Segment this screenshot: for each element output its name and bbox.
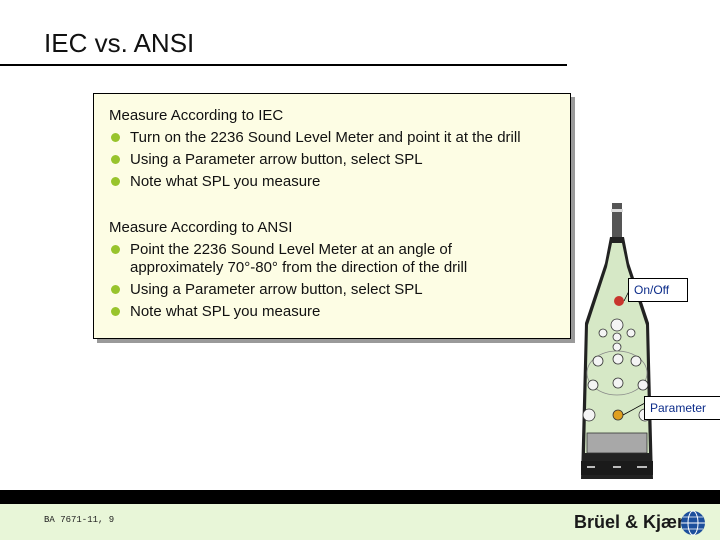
- sound-level-meter-icon: [581, 203, 653, 479]
- iec-heading: Measure According to IEC: [109, 107, 284, 124]
- slide-title: IEC vs. ANSI: [44, 28, 195, 58]
- bullet-text: Turn on the 2236 Sound Level Meter and p…: [130, 129, 521, 146]
- ansi-section: Measure According to ANSI Point the 2236…: [109, 217, 500, 323]
- footer-band: [0, 504, 720, 540]
- iec-bullet-list: Turn on the 2236 Sound Level Meter and p…: [109, 127, 521, 193]
- green-dot-icon: [111, 155, 120, 164]
- globe-logo-icon: [681, 510, 705, 536]
- ansi-bullet-list: Point the 2236 Sound Level Meter at an a…: [109, 239, 500, 323]
- list-item: Point the 2236 Sound Level Meter at an a…: [109, 239, 500, 279]
- list-item: Note what SPL you measure: [109, 171, 521, 193]
- title-divider: [0, 64, 567, 66]
- bullet-text: Using a Parameter arrow button, select S…: [130, 281, 423, 298]
- list-item: Using a Parameter arrow button, select S…: [109, 279, 500, 301]
- bullet-text: Point the 2236 Sound Level Meter at an a…: [130, 241, 468, 276]
- brand-name: Brüel & Kjær: [574, 512, 685, 532]
- footer-bar: [0, 490, 720, 504]
- list-item: Turn on the 2236 Sound Level Meter and p…: [109, 127, 521, 149]
- green-dot-icon: [111, 177, 120, 186]
- footer-code: BA 7671-11, 9: [44, 515, 115, 525]
- green-dot-icon: [111, 133, 120, 142]
- green-dot-icon: [111, 285, 120, 294]
- bullet-text: Using a Parameter arrow button, select S…: [130, 151, 423, 168]
- list-item: Using a Parameter arrow button, select S…: [109, 149, 521, 171]
- on-off-callout: On/Off: [628, 278, 688, 302]
- green-dot-icon: [111, 307, 120, 316]
- iec-section: Measure According to IEC Turn on the 223…: [109, 105, 521, 193]
- bullet-text: Note what SPL you measure: [130, 173, 321, 190]
- green-dot-icon: [111, 245, 120, 254]
- bullet-text: Note what SPL you measure: [130, 303, 321, 320]
- ansi-heading: Measure According to ANSI: [109, 219, 293, 236]
- list-item: Note what SPL you measure: [109, 301, 500, 323]
- parameter-callout: Parameter: [644, 396, 720, 420]
- content-box: Measure According to IEC Turn on the 223…: [93, 93, 571, 339]
